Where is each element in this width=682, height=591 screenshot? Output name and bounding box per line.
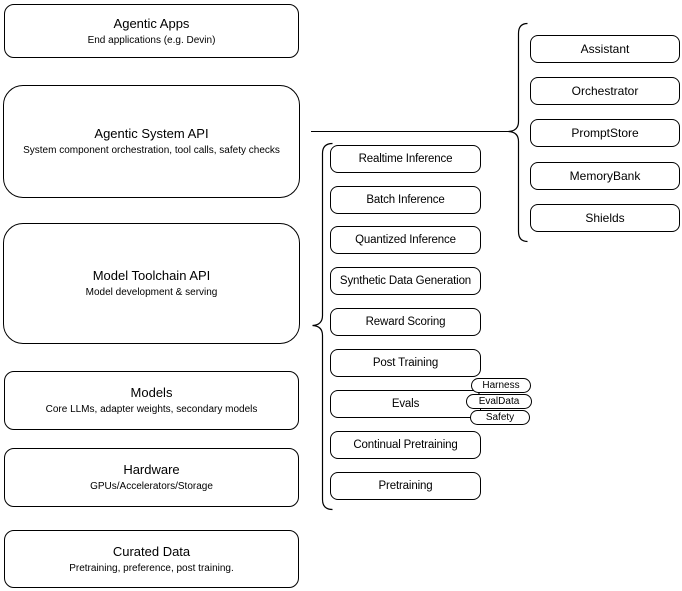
- node-evals: Evals: [330, 390, 481, 418]
- node-title: Hardware: [123, 462, 180, 477]
- node-pretraining: Pretraining: [330, 472, 481, 500]
- node-label: Batch Inference: [366, 194, 445, 206]
- node-subtitle: Model development & serving: [85, 287, 218, 298]
- node-subtitle: Core LLMs, adapter weights, secondary mo…: [45, 404, 258, 415]
- node-shields: Shields: [530, 204, 680, 232]
- node-assistant: Assistant: [530, 35, 680, 63]
- node-continual-pretraining: Continual Pretraining: [330, 431, 481, 459]
- node-label: Orchestrator: [571, 84, 639, 98]
- node-label: Shields: [585, 211, 625, 225]
- node-realtime-inference: Realtime Inference: [330, 145, 481, 173]
- node-promptstore: PromptStore: [530, 119, 680, 147]
- node-models: Models Core LLMs, adapter weights, secon…: [4, 371, 299, 430]
- node-synthetic-data-generation: Synthetic Data Generation: [330, 267, 481, 295]
- node-quantized-inference: Quantized Inference: [330, 226, 481, 254]
- node-reward-scoring: Reward Scoring: [330, 308, 481, 336]
- node-subtitle: GPUs/Accelerators/Storage: [90, 481, 213, 492]
- node-curated-data: Curated Data Pretraining, preference, po…: [4, 530, 299, 588]
- node-batch-inference: Batch Inference: [330, 186, 481, 214]
- tag-label: Harness: [482, 380, 520, 391]
- node-title: Curated Data: [112, 543, 191, 559]
- node-title: Agentic System API: [94, 126, 209, 141]
- node-hardware: Hardware GPUs/Accelerators/Storage: [4, 448, 299, 507]
- node-label: Reward Scoring: [365, 316, 446, 328]
- node-label: Post Training: [372, 357, 439, 369]
- node-agentic-apps: Agentic Apps End applications (e.g. Devi…: [4, 4, 299, 58]
- node-label: Evals: [391, 398, 420, 410]
- node-agentic-system-api: Agentic System API System component orch…: [3, 85, 300, 198]
- node-post-training: Post Training: [330, 349, 481, 377]
- node-model-toolchain-api: Model Toolchain API Model development & …: [3, 223, 300, 344]
- node-title: Agentic Apps: [113, 15, 190, 31]
- node-label: Assistant: [580, 42, 630, 56]
- tag-harness: Harness: [471, 378, 531, 393]
- node-subtitle: End applications (e.g. Devin): [87, 34, 216, 46]
- node-label: Continual Pretraining: [353, 439, 458, 451]
- node-title: Model Toolchain API: [92, 268, 211, 283]
- node-label: Realtime Inference: [358, 153, 453, 165]
- tag-label: Safety: [485, 412, 515, 423]
- tag-label: EvalData: [478, 396, 520, 407]
- node-subtitle: System component orchestration, tool cal…: [23, 145, 280, 156]
- tag-safety: Safety: [470, 410, 530, 425]
- node-subtitle: Pretraining, preference, post training.: [69, 562, 234, 574]
- node-title: Models: [130, 385, 173, 400]
- right-column-brace: [508, 22, 528, 243]
- node-label: PromptStore: [571, 126, 639, 140]
- tag-evaldata: EvalData: [466, 394, 532, 409]
- node-label: Quantized Inference: [355, 234, 456, 246]
- node-orchestrator: Orchestrator: [530, 77, 680, 105]
- node-label: Synthetic Data Generation: [339, 275, 472, 287]
- node-label: MemoryBank: [569, 169, 641, 183]
- node-label: Pretraining: [378, 480, 433, 492]
- node-memorybank: MemoryBank: [530, 162, 680, 190]
